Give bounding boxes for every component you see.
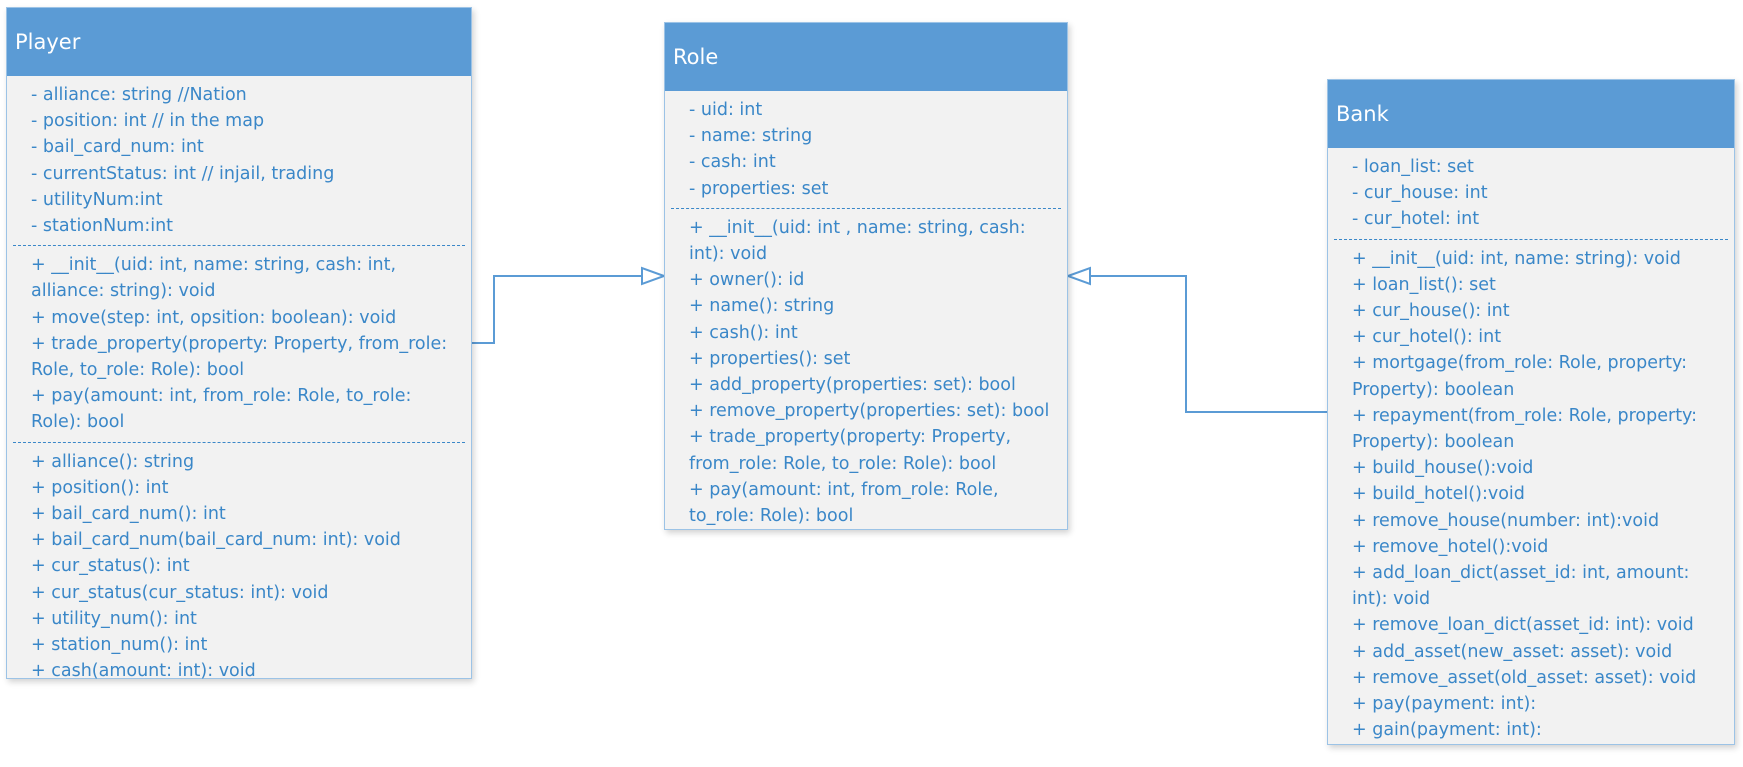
bank-attribute: - cur_house: int xyxy=(1352,183,1488,204)
player-method: + bail_card_num(): int xyxy=(31,504,226,525)
bank-methods: + __init__(uid: int, name: string): void… xyxy=(1334,238,1728,750)
role-method: + pay(amount: int, from_role: Role, to_r… xyxy=(689,479,999,527)
player-attribute: - position: int // in the map xyxy=(31,111,265,132)
bank-method: + __init__(uid: int, name: string): void xyxy=(1352,248,1681,269)
bank-attribute: - cur_hotel: int xyxy=(1352,209,1480,230)
role-method: + properties(): set xyxy=(689,348,851,369)
bank-to-role-edge xyxy=(1090,275,1327,413)
role-method: + remove_property(properties: set): bool xyxy=(689,401,1050,422)
player-method: + alliance(): string xyxy=(31,451,195,472)
role-method: + trade_property(property: Property, fro… xyxy=(689,427,1012,474)
player-to-role-edge xyxy=(472,275,642,344)
role-class-box[interactable]: Role - uid: int - name: string - cash: i… xyxy=(664,22,1068,530)
player-attribute: - stationNum:int xyxy=(31,216,174,237)
bank-method: + pay(payment: int): xyxy=(1352,694,1537,715)
player-method: + __init__(uid: int, name: string, cash:… xyxy=(31,255,397,302)
bank-class-name: Bank xyxy=(1328,80,1734,148)
bank-attributes: - loan_list: set - cur_house: int - cur_… xyxy=(1328,148,1734,239)
bank-method: + mortgage(from_role: Role, property: Pr… xyxy=(1352,353,1688,400)
role-method: + owner(): id xyxy=(689,270,805,291)
player-attributes: - alliance: string //Nation - position: … xyxy=(7,76,471,245)
player-class-name: Player xyxy=(7,8,471,76)
player-attribute: - currentStatus: int // injail, trading xyxy=(31,163,335,184)
player-methods-group-2: + alliance(): string + position(): int +… xyxy=(13,441,465,691)
bank-method: + repayment(from_role: Role, property: P… xyxy=(1352,405,1698,453)
role-attributes: - uid: int - name: string - cash: int - … xyxy=(665,91,1067,208)
bank-attribute: - loan_list: set xyxy=(1352,157,1474,177)
bank-method: + build_hotel():void xyxy=(1352,484,1525,505)
role-attribute: - uid: int xyxy=(689,100,763,120)
bank-method: + remove_house(number: int):void xyxy=(1352,510,1660,531)
bank-method: + gain(payment: int): xyxy=(1352,720,1542,741)
player-method: + utility_num(): int xyxy=(31,608,197,629)
bank-method: + build_house():void xyxy=(1352,458,1534,479)
player-method: + pay(amount: int, from_role: Role, to_r… xyxy=(31,386,412,433)
bank-to-role-arrowhead xyxy=(1065,266,1091,286)
role-method: + name(): string xyxy=(689,296,835,317)
role-methods: + __init__(uid: int , name: string, cash… xyxy=(671,207,1061,535)
role-attribute: - name: string xyxy=(689,126,813,147)
player-methods-group-1: + __init__(uid: int, name: string, cash:… xyxy=(13,245,465,441)
role-method: + __init__(uid: int , name: string, cash… xyxy=(689,217,1026,265)
player-method: + cur_status(): int xyxy=(31,556,190,577)
bank-method: + remove_hotel():void xyxy=(1352,536,1549,557)
role-class-name: Role xyxy=(665,23,1067,91)
role-method: + add_property(properties: set): bool xyxy=(689,375,1016,396)
bank-method: + cur_house(): int xyxy=(1352,301,1510,322)
bank-method: + add_asset(new_asset: asset): void xyxy=(1352,641,1673,662)
role-attribute: - properties: set xyxy=(689,178,829,199)
player-method: + cur_status(cur_status: int): void xyxy=(31,582,329,603)
bank-class-box[interactable]: Bank - loan_list: set - cur_house: int -… xyxy=(1327,79,1735,745)
player-attribute: - bail_card_num: int xyxy=(31,137,204,158)
bank-method: + remove_asset(old_asset: asset): void xyxy=(1352,667,1697,688)
player-method: + trade_property(property: Property, fro… xyxy=(31,333,448,381)
bank-method: + loan_list(): set xyxy=(1352,274,1496,295)
player-method: + station_num(): int xyxy=(31,635,208,656)
player-class-box[interactable]: Player - alliance: string //Nation - pos… xyxy=(6,7,472,681)
bank-method: + add_loan_dict(asset_id: int, amount: i… xyxy=(1352,563,1690,610)
player-to-role-arrowhead xyxy=(641,266,667,286)
bank-method: + cur_hotel(): int xyxy=(1352,327,1502,348)
player-method: + move(step: int, opsition: boolean): vo… xyxy=(31,307,397,328)
player-method: + position(): int xyxy=(31,477,169,498)
role-method: + cash(): int xyxy=(689,322,798,343)
bank-method: + remove_loan_dict(asset_id: int): void xyxy=(1352,615,1694,636)
role-attribute: - cash: int xyxy=(689,152,776,173)
player-method: + bail_card_num(bail_card_num: int): voi… xyxy=(31,530,401,551)
player-attribute: - alliance: string //Nation xyxy=(31,85,247,105)
player-method: + cash(amount: int): void xyxy=(31,661,256,682)
player-attribute: - utilityNum:int xyxy=(31,189,163,210)
